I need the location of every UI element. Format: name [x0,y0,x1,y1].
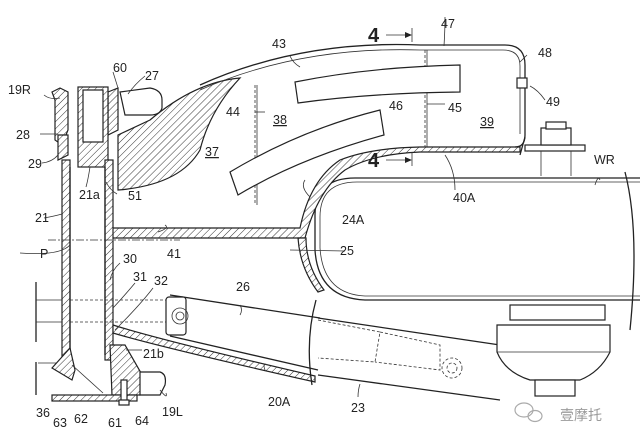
label-31: 31 [133,270,147,284]
label-26: 26 [236,280,250,294]
label-P: P [40,247,48,261]
label-44: 44 [226,105,240,119]
label-43: 43 [272,37,286,51]
label-24A: 24A [342,213,365,227]
label-45: 45 [448,101,462,115]
section-mark-top: 4 [368,25,380,47]
label-38: 38 [273,113,287,127]
label-25: 25 [340,244,354,258]
label-48: 48 [538,46,552,60]
label-62: 62 [74,412,88,426]
watermark-text: 壹摩托 [560,407,602,424]
leader-lines [19,16,601,398]
label-46: 46 [389,99,403,113]
pivot-assembly [35,86,180,406]
label-29: 29 [28,157,42,171]
label-51: 51 [128,189,142,203]
label-47: 47 [441,17,455,31]
label-41: 41 [167,247,181,261]
label-32: 32 [154,274,168,288]
label-19R: 19R [8,83,31,97]
wechat-icon [514,402,543,423]
label-61: 61 [108,416,122,430]
label-40A: 40A [453,191,476,205]
gusset-section [109,77,521,293]
watermark: 壹摩托 [514,402,602,424]
label-21b: 21b [143,347,164,361]
label-23: 23 [351,401,365,415]
label-19L: 19L [162,405,183,419]
label-36: 36 [36,406,50,420]
label-20A: 20A [268,395,291,409]
cross-member-43 [199,43,528,205]
label-28: 28 [16,128,30,142]
label-21: 21 [35,211,49,225]
section-mark-bottom: 4 [368,150,380,172]
section-arrow-top [386,28,413,42]
section-arrow-bottom [386,152,413,166]
label-49: 49 [546,95,560,109]
lower-arm [112,294,501,401]
label-63: 63 [53,416,67,430]
label-27: 27 [145,69,159,83]
label-WR: WR [594,153,615,167]
label-60: 60 [113,61,127,75]
label-30: 30 [123,252,137,266]
rear-wheel [314,171,640,331]
label-39: 39 [480,115,494,129]
label-37: 37 [205,145,219,159]
bolt-bracket [519,121,586,176]
label-64: 64 [135,414,149,428]
label-21a: 21a [79,188,100,202]
reference-labels: 19R 60 27 28 29 21a 51 21 P 30 31 32 21b… [8,17,615,430]
damper-hub [496,304,611,397]
